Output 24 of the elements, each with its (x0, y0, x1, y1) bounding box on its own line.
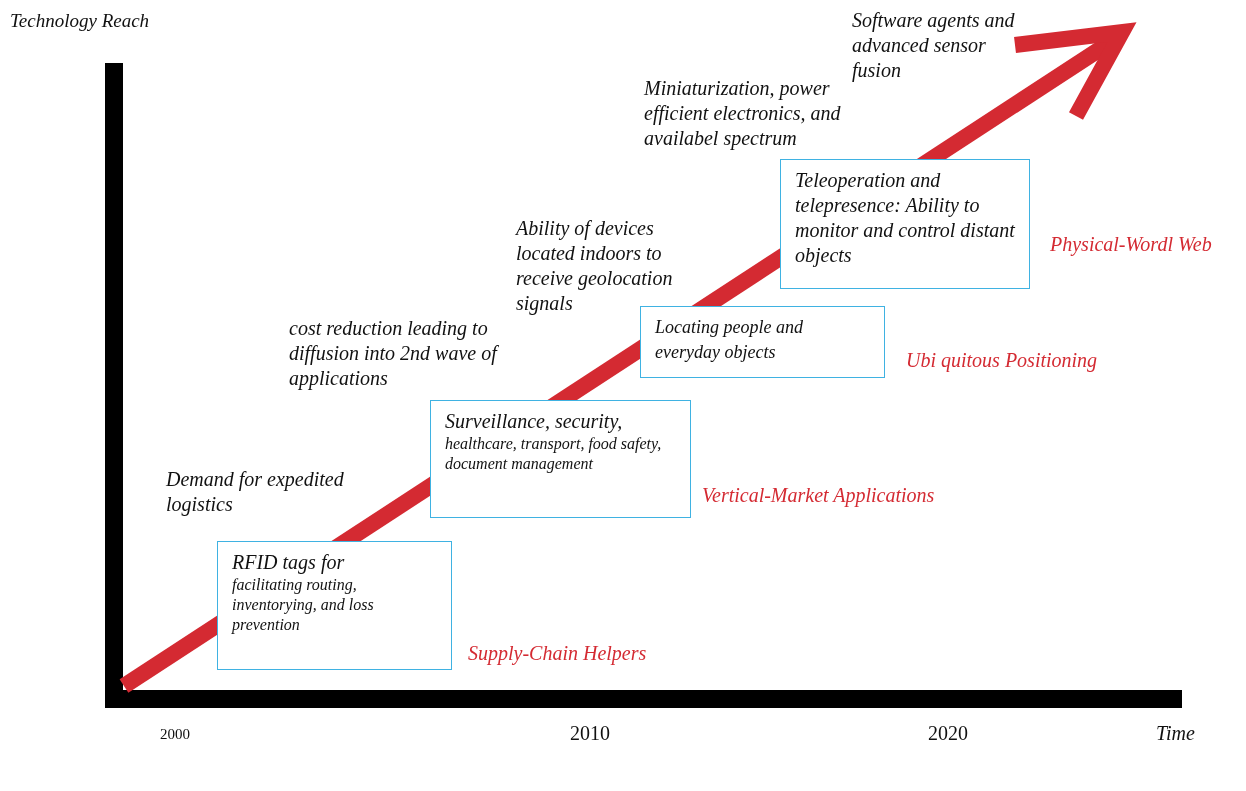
rfid-box (217, 541, 452, 670)
box-text: facilitating routing, inventorying, and loss prevention (232, 575, 375, 635)
axis-label: Technology Reach (10, 9, 150, 33)
application-box (640, 306, 885, 378)
axis-label: Time (1156, 721, 1195, 746)
annotation-text: Miniaturization, power efficient electronics, and availabel spectrum (644, 76, 842, 151)
year-label: 2000 (160, 725, 190, 744)
year-label: 2020 (928, 721, 968, 746)
year-label: 2010 (570, 721, 610, 746)
box-heading: Surveillance, security, (445, 409, 624, 434)
annotation-text: Demand for expedited logistics (166, 467, 345, 517)
category-label: Physical-Wordl Web (1050, 232, 1212, 257)
box-heading: Locating people and everyday objects (655, 316, 804, 364)
application-box (780, 159, 1030, 289)
category-label: Ubi quitous Positioning (906, 348, 1098, 373)
annotation-text: Software agents and advanced sensor fusion (852, 8, 1016, 83)
box-heading: Teleoperation and telepresence: Ability to monitor and control distant objects (795, 168, 1015, 268)
category-label: Supply-Chain Helpers (468, 641, 647, 666)
category-label: Vertical-Market Applications (702, 483, 935, 508)
box-text: healthcare, transport, food safety, document management (445, 434, 663, 474)
application-box (430, 400, 691, 518)
annotation-text: Ability of devices located indoors to receive geolocation signals (516, 216, 674, 316)
annotation-text: cost reduction leading to diffusion into 2nd wave of applications (289, 316, 499, 391)
box-heading: RFID tags for (232, 550, 346, 575)
